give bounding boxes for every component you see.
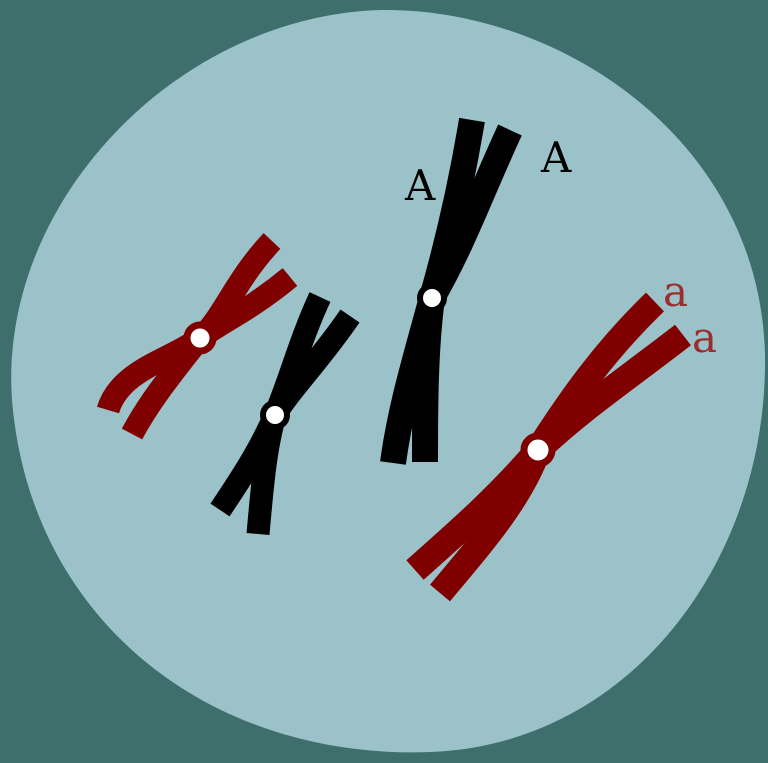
allele-label-recessive-top: a [663,267,688,316]
allele-label-recessive-bottom: a [692,313,717,362]
centromere [263,403,287,427]
allele-label-dominant-right: A [540,133,572,182]
centromere [420,286,444,310]
centromere [524,436,552,464]
allele-label-dominant-left: A [404,161,436,210]
centromere [187,325,213,351]
